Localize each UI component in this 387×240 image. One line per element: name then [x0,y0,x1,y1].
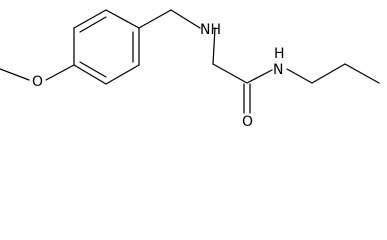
amide-nitrogen-label: N [273,62,283,78]
bond-alpha-ch2-to-carbonyl [212,63,248,84]
amide-hydrogen-label: H [274,46,285,62]
chemical-structure: O NH O N H [0,9,380,130]
ring-bond-2 [73,9,107,29]
methoxy-oxygen-label: O [32,74,43,90]
bond-carbonyl-to-n [246,69,273,84]
carbonyl-oxygen-label: O [242,114,253,130]
bond-ring-to-ch2 [138,9,172,29]
ring-bond-5 [105,64,140,85]
ring-double-3 [79,61,107,78]
ring-bond-3 [105,9,140,29]
bond-ch2-to-nh [170,9,201,29]
propyl-bond-1 [286,68,313,84]
bond-nh-to-ch2 [212,27,216,65]
bond-o-to-ring [45,64,75,81]
bond-methyl-to-o [0,68,30,81]
ring-double-1 [79,16,107,33]
propyl-bond-2 [311,63,346,84]
ring-bond-6 [73,64,107,85]
structure-canvas: O NH O N H [0,9,380,130]
propyl-bond-3 [344,63,380,84]
amine-nh-label: NH [200,22,221,38]
